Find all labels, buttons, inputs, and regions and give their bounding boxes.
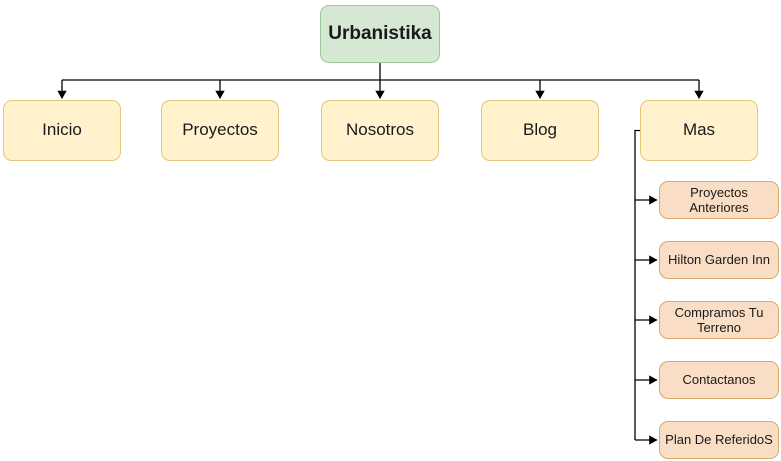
- node-label: Nosotros: [345, 120, 415, 140]
- node-label: Compramos Tu Terreno: [674, 304, 764, 335]
- node-label: Plan De ReferidoS: [665, 432, 773, 448]
- submenu-node-hilton-garden-inn[interactable]: Hilton Garden Inn: [659, 241, 779, 279]
- node-label: Blog: [522, 120, 558, 140]
- submenu-node-proyectos-anteriores[interactable]: Proyectos Anteriores: [659, 181, 779, 219]
- submenu-node-compramos-tu-terreno[interactable]: Compramos Tu Terreno: [659, 301, 779, 339]
- nav-node-nosotros[interactable]: Nosotros: [321, 100, 439, 161]
- node-label: Mas: [682, 120, 716, 140]
- node-label: Proyectos Anteriores: [689, 184, 749, 215]
- root-node-urbanistika[interactable]: Urbanistika: [320, 5, 440, 63]
- nav-node-mas[interactable]: Mas: [640, 100, 758, 161]
- node-label: Inicio: [42, 120, 82, 140]
- nav-node-proyectos[interactable]: Proyectos: [161, 100, 279, 161]
- edge-mas-riser: [634, 129, 640, 440]
- submenu-node-plan-de-referidos[interactable]: Plan De ReferidoS: [659, 421, 779, 459]
- nav-node-inicio[interactable]: Inicio: [3, 100, 121, 161]
- node-label: Hilton Garden Inn: [668, 252, 770, 268]
- submenu-node-contactanos[interactable]: Contactanos: [659, 361, 779, 399]
- node-label: Contactanos: [682, 372, 756, 388]
- node-label: Urbanistika: [328, 22, 432, 44]
- nav-node-blog[interactable]: Blog: [481, 100, 599, 161]
- node-label: Proyectos: [182, 120, 258, 140]
